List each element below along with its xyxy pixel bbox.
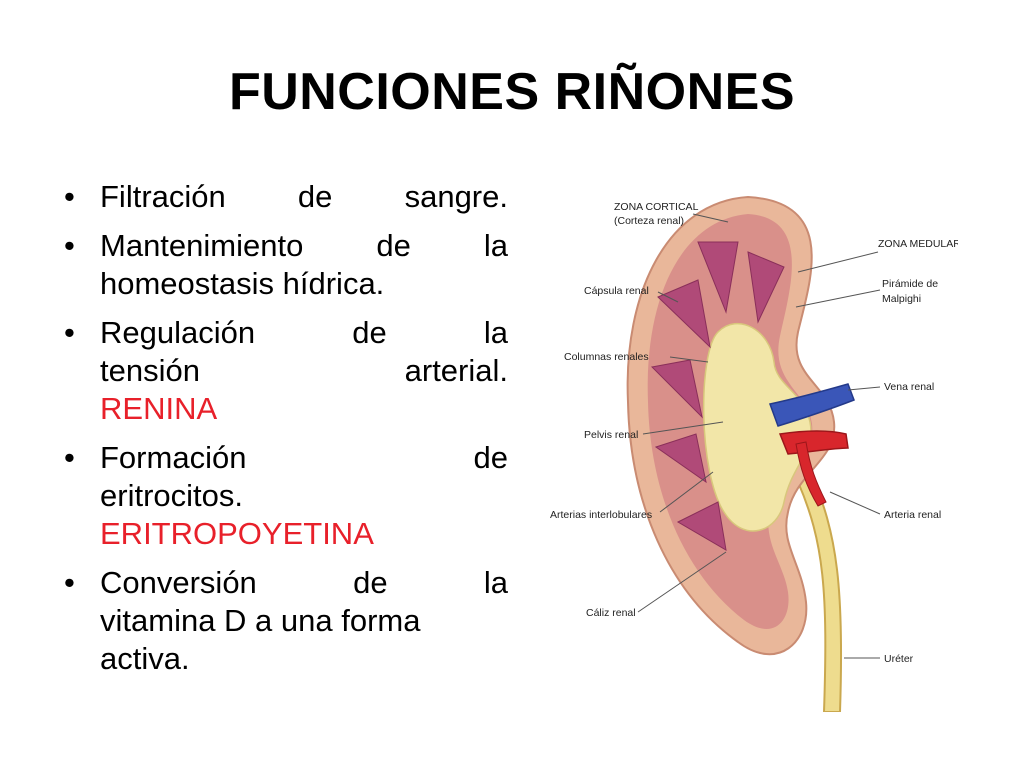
bullet-word: Formación (100, 440, 247, 475)
renal-artery-branch (795, 441, 827, 507)
bullet-line: Conversión de la (100, 564, 508, 602)
bullet-word: tensión (100, 353, 200, 388)
bullet-item: Formación de eritrocitos. ERITROPOYETINA (62, 439, 508, 553)
bullet-word: de (353, 565, 388, 600)
leader-line (797, 251, 879, 273)
bullet-word: la (483, 565, 508, 600)
kidney-illustration: ZONA CORTICAL (Corteza renal) ZONA MEDUL… (550, 195, 958, 712)
bullet-item: Conversión de la vitamina D a una forma … (62, 564, 508, 678)
label-arterias-interlobulares: Arterias interlobulares (550, 509, 652, 521)
label-zona-medular: ZONA MEDULAR (878, 238, 958, 250)
bullet-line: Regulación de la (100, 314, 508, 352)
leader-line (847, 386, 881, 391)
renal-vein (769, 383, 855, 427)
bullet-item: Filtración de sangre. (62, 178, 508, 216)
ureter-shape (796, 470, 843, 712)
highlight-term-renina: RENINA (100, 391, 218, 426)
bullet-word: la (483, 228, 508, 263)
pyramid-2 (657, 279, 711, 349)
leader-line (657, 291, 679, 303)
label-caliz-renal: Cáliz renal (586, 607, 636, 619)
leader-line (692, 213, 729, 223)
label-arteria-renal: Arteria renal (884, 509, 941, 521)
label-capsula-renal: Cápsula renal (584, 285, 649, 297)
bullet-item: Regulación de la tensión arterial. RENIN… (62, 314, 508, 428)
bullet-word: de (352, 315, 387, 350)
renal-pelvis (703, 322, 812, 532)
leader-line (669, 356, 709, 363)
bullet-line: Mantenimiento de la (100, 227, 508, 265)
bullet-word: la (483, 315, 508, 350)
leader-line (829, 491, 881, 515)
pyramid-6 (747, 251, 785, 324)
renal-artery (778, 430, 849, 455)
bullet-item: Mantenimiento de la homeostasis hídrica. (62, 227, 508, 303)
leader-line (637, 551, 727, 613)
leader-line (795, 289, 881, 308)
bullet-line: Filtración de sangre. (100, 179, 508, 214)
pyramid-1 (697, 241, 739, 314)
bullet-line: homeostasis hídrica. (100, 266, 385, 301)
label-corteza-renal: (Corteza renal) (614, 215, 684, 227)
highlight-term-eritropoyetina: ERITROPOYETINA (100, 516, 374, 551)
bullet-line: Formación de (100, 439, 508, 477)
label-zona-cortical: ZONA CORTICAL (614, 201, 699, 213)
label-ureter: Uréter (884, 653, 914, 665)
slide-title: FUNCIONES RIÑONES (228, 63, 796, 121)
label-piramide-1: Pirámide de (882, 278, 938, 290)
bullet-word: de (376, 228, 411, 263)
bullet-word: Mantenimiento (100, 228, 304, 263)
bullet-word: de (473, 440, 508, 475)
bullet-list: Filtración de sangre. Mantenimiento de l… (62, 178, 508, 689)
leader-line (659, 471, 714, 513)
label-columnas-renales: Columnas renales (564, 351, 649, 363)
pyramid-5 (676, 501, 727, 551)
bullet-word: Regulación (100, 315, 256, 350)
kidney-diagram: ZONA CORTICAL (Corteza renal) ZONA MEDUL… (548, 172, 958, 712)
pyramid-4 (654, 433, 707, 484)
label-pelvis-renal: Pelvis renal (584, 429, 638, 441)
bullet-line: vitamina D a una forma (100, 603, 421, 638)
label-vena-renal: Vena renal (884, 381, 934, 393)
bullet-word: arterial. (404, 353, 508, 388)
bullet-line: activa. (100, 641, 190, 676)
bullet-line: eritrocitos. (100, 478, 243, 513)
bullet-line: tensión arterial. (100, 352, 508, 390)
label-piramide-2: Malpighi (882, 293, 921, 305)
bullet-word: Conversión (100, 565, 257, 600)
leader-line (642, 421, 724, 435)
pyramid-3 (650, 359, 703, 419)
